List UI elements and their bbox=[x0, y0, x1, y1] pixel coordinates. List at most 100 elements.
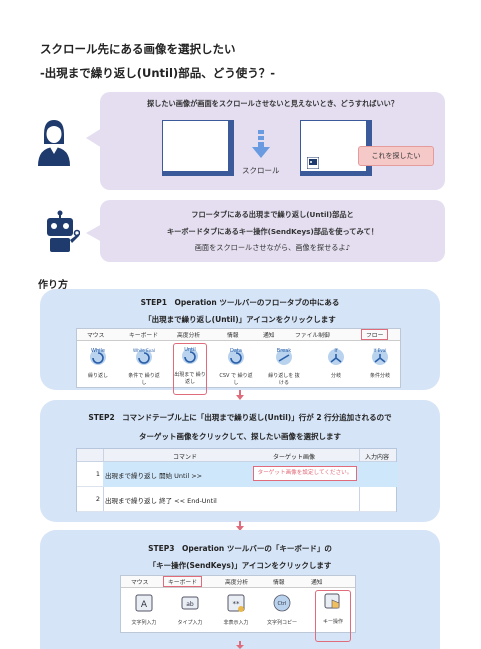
answer-bubble: フロータブにある出現まで繰り返し(Until)部品と キーボードタブにあるキー操… bbox=[100, 200, 445, 262]
tab-info[interactable]: 情報 bbox=[227, 333, 239, 339]
tab-mouse[interactable]: マウス bbox=[131, 580, 149, 586]
svg-text:Data: Data bbox=[230, 348, 242, 354]
arrow-down-icon bbox=[252, 130, 270, 158]
step1-line-1: STEP1 Operation ツールバーのフロータブの中にある bbox=[140, 298, 340, 307]
until-icon: Until bbox=[182, 347, 198, 364]
target-label: これを探したい bbox=[358, 146, 434, 166]
while-icon: While bbox=[90, 348, 106, 365]
header-target: ターゲット画像 bbox=[273, 454, 316, 461]
if-eval-label: 条件分岐 bbox=[369, 373, 390, 379]
tab-keyboard[interactable]: キーボード bbox=[129, 333, 158, 339]
tab-keyboard[interactable]: キーボード bbox=[163, 576, 202, 587]
if-label: 分岐 bbox=[330, 373, 341, 379]
question-text: 探したい画像が画面をスクロールさせないと見えないとき、どうすればいい？ bbox=[146, 99, 399, 108]
while-eval-tool[interactable]: While Eval 条件で 繰り返し bbox=[127, 345, 161, 387]
row-command: 出現まで繰り返し 開始 Until >> bbox=[105, 472, 203, 480]
tab-advanced[interactable]: 高度分析 bbox=[225, 580, 249, 586]
bubble-tail bbox=[86, 128, 102, 148]
svg-text:Ctrl: Ctrl bbox=[278, 601, 287, 607]
until-label: 出現まで 繰り返し bbox=[174, 372, 206, 385]
break-tool[interactable]: Break 繰り返しを 抜ける bbox=[267, 345, 301, 387]
while-eval-label: 条件で 繰り返し bbox=[128, 373, 160, 386]
if-icon: If bbox=[328, 348, 344, 365]
step2-line-2: ターゲット画像をクリックして、探したい画像を選択します bbox=[139, 432, 341, 441]
svg-text:Break: Break bbox=[277, 348, 292, 354]
answer-line-1: フロータブにある出現まで繰り返し(Until)部品と bbox=[191, 210, 354, 219]
step3-line-2: 「キー操作(SendKeys)」アイコンをクリックします bbox=[148, 561, 332, 570]
svg-text:While: While bbox=[91, 348, 105, 354]
svg-text:A: A bbox=[141, 600, 148, 610]
step3-line-1: STEP3 Operation ツールバーの「キーボード」の bbox=[148, 544, 332, 553]
csv-loop-icon: Data bbox=[228, 348, 244, 365]
toolbar-tabs: マウス キーボード 高度分析 情報 通知 bbox=[121, 576, 355, 588]
tab-info[interactable]: 情報 bbox=[273, 580, 285, 586]
header-command: コマンド bbox=[173, 454, 198, 461]
page-title: スクロール先にある画像を選択したい bbox=[40, 42, 236, 56]
svg-text:Until: Until bbox=[184, 347, 196, 353]
if-tool[interactable]: If 分岐 bbox=[319, 345, 353, 380]
answer-line-3: 画面をスクロールさせながら、画像を探せるよ♪ bbox=[194, 243, 351, 252]
copy-string-tool[interactable]: Ctrl 文字列コピー bbox=[265, 592, 299, 627]
question-bubble: 探したい画像が画面をスクロールさせないと見えないとき、どうすればいい？ bbox=[100, 92, 445, 190]
screen-window-before bbox=[162, 120, 234, 176]
bubble-tail bbox=[86, 224, 102, 242]
down-arrow-icon bbox=[236, 390, 244, 400]
table-header: コマンド ターゲット画像 入力内容 bbox=[77, 449, 396, 462]
down-arrow-icon bbox=[236, 521, 244, 531]
until-tool[interactable]: Until 出現まで 繰り返し bbox=[173, 343, 207, 395]
data-loop-tool[interactable]: Data CSV で 繰り返し bbox=[219, 345, 253, 387]
typewriter-icon: ab bbox=[181, 596, 199, 610]
command-table: コマンド ターゲット画像 入力内容 1 出現まで繰り返し 開始 Until >>… bbox=[76, 448, 398, 512]
svg-text:**: ** bbox=[233, 600, 241, 608]
header-input: 入力内容 bbox=[365, 454, 390, 461]
table-row[interactable]: 2 出現まで繰り返し 終了 << End-Until bbox=[77, 487, 396, 512]
while-eval-icon: While Eval bbox=[133, 348, 155, 365]
tab-flow[interactable]: フロー bbox=[361, 329, 389, 340]
robot-icon bbox=[47, 210, 80, 252]
tab-notify[interactable]: 通知 bbox=[263, 333, 275, 339]
svg-text:If: If bbox=[334, 348, 337, 354]
if-eval-tool[interactable]: If Eval 条件分岐 bbox=[363, 345, 397, 380]
tab-mouse[interactable]: マウス bbox=[87, 333, 105, 339]
row-number: 2 bbox=[95, 495, 100, 503]
tab-file[interactable]: ファイル制御 bbox=[295, 333, 330, 339]
person-icon bbox=[38, 120, 70, 166]
toolbar-tabs: マウス キーボード 高度分析 情報 通知 ファイル制御 フロー bbox=[77, 329, 400, 341]
keyboard-type-icon: A bbox=[135, 594, 153, 612]
answer-line-2: キーボードタブにあるキー操作(SendKeys)部品を使ってみて！ bbox=[166, 227, 379, 236]
row-command: 出現まで繰り返し 終了 << End-Until bbox=[105, 497, 217, 505]
down-arrow-icon bbox=[236, 641, 244, 649]
section-title: 作り方 bbox=[38, 280, 68, 291]
send-keys-tool[interactable]: キー操作 bbox=[315, 590, 351, 642]
break-icon: Break bbox=[276, 348, 292, 365]
hidden-input-tool[interactable]: ** 非表示入力 bbox=[219, 592, 253, 627]
table-row[interactable]: 1 出現まで繰り返し 開始 Until >> ターゲット画像を設定してください。 bbox=[77, 462, 398, 487]
copy-string-label: 文字列コピー bbox=[266, 620, 297, 626]
scroll-label: スクロール bbox=[242, 166, 280, 175]
svg-text:ab: ab bbox=[186, 601, 194, 608]
svg-text:If Eval: If Eval bbox=[374, 348, 387, 353]
target-image-icon bbox=[307, 157, 319, 169]
type-input-label: タイプ入力 bbox=[177, 620, 203, 626]
svg-text:While Eval: While Eval bbox=[133, 348, 155, 353]
key-hidden-icon: ** bbox=[227, 594, 245, 612]
step1-line-2: 「出現まで繰り返し(Until)」アイコンをクリックします bbox=[144, 315, 336, 324]
if-eval-icon: If Eval bbox=[372, 348, 388, 365]
hand-key-icon bbox=[324, 593, 340, 609]
page-subtitle: -出現まで繰り返し(Until)部品、どう使う？- bbox=[40, 66, 275, 80]
type-string-tool[interactable]: A 文字列入力 bbox=[127, 592, 161, 627]
step2-line-1: STEP2 コマンドテーブル上に「出現まで繰り返し(Until)」行が 2 行分… bbox=[88, 413, 392, 422]
data-loop-label: CSV で 繰り返し bbox=[219, 373, 253, 386]
tab-advanced[interactable]: 高度分析 bbox=[177, 333, 201, 339]
while-tool[interactable]: While 繰り返し bbox=[81, 345, 115, 380]
while-label: 繰り返し bbox=[87, 373, 108, 379]
row-number: 1 bbox=[95, 470, 100, 478]
tab-notify[interactable]: 通知 bbox=[311, 580, 323, 586]
type-input-tool[interactable]: ab タイプ入力 bbox=[173, 592, 207, 627]
break-label: 繰り返しを 抜ける bbox=[268, 373, 300, 386]
target-image-cell[interactable]: ターゲット画像を設定してください。 bbox=[253, 466, 357, 481]
flow-toolbar: マウス キーボード 高度分析 情報 通知 ファイル制御 フロー While 繰り… bbox=[76, 328, 401, 395]
send-keys-label: キー操作 bbox=[322, 619, 343, 625]
ctrl-key-icon: Ctrl bbox=[273, 594, 291, 612]
type-string-label: 文字列入力 bbox=[131, 620, 157, 626]
